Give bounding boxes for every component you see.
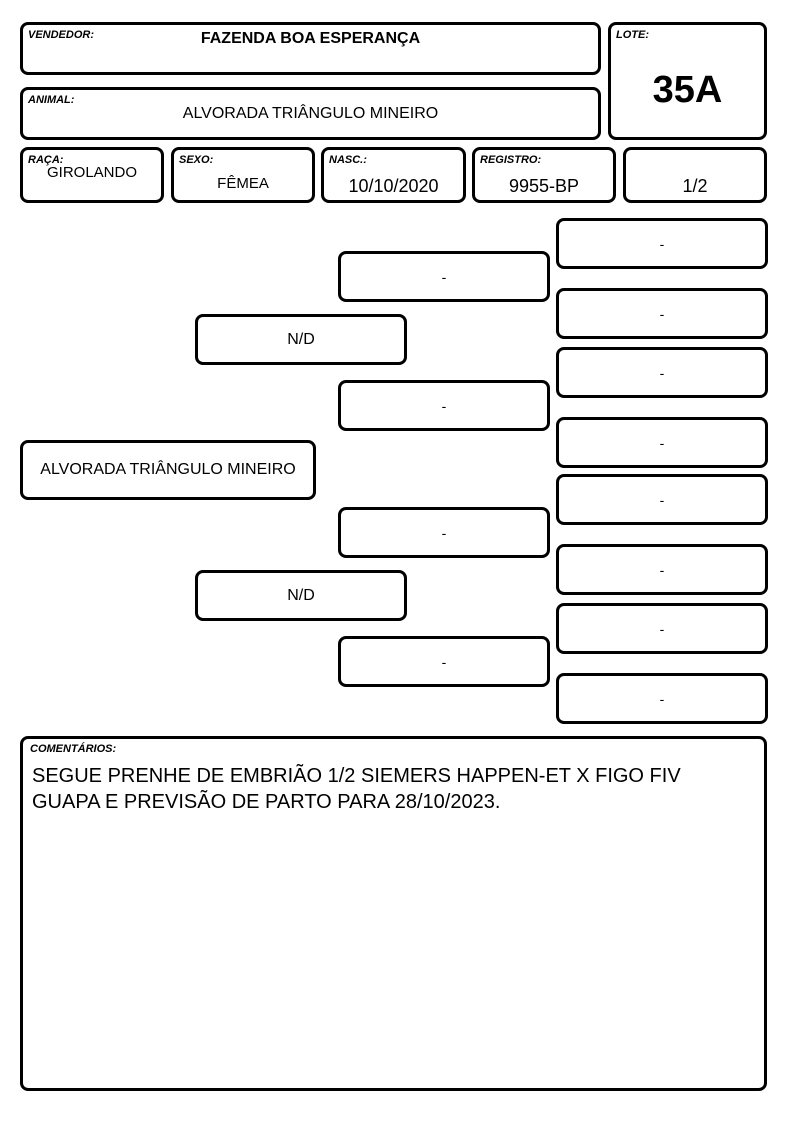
pedigree-sire: N/D: [195, 314, 407, 365]
birth-label: NASC.:: [329, 154, 367, 166]
pedigree-dam: N/D: [195, 570, 407, 621]
lot-box: LOTE: 35A: [608, 22, 767, 140]
registry-label: REGISTRO:: [480, 154, 542, 166]
breed-value: GIROLANDO: [46, 164, 137, 181]
vendor-label: VENDEDOR:: [28, 29, 95, 41]
breed-label: RAÇA:: [28, 154, 64, 166]
vendor-box: VENDEDOR: FAZENDA BOA ESPERANÇA: [20, 22, 601, 75]
birth-box: NASC.: 10/10/2020: [321, 147, 466, 203]
fraction-box: 1/2: [623, 147, 767, 203]
pedigree-dam-sire: -: [338, 507, 550, 558]
pedigree-g3-8: -: [556, 673, 768, 724]
animal-label: ANIMAL:: [28, 94, 75, 106]
sex-value: FÊMEA: [217, 175, 269, 192]
pedigree-g3-2: -: [556, 288, 768, 339]
pedigree-g3-6: -: [556, 544, 768, 595]
pedigree-animal: ALVORADA TRIÂNGULO MINEIRO: [20, 440, 316, 500]
vendor-name: FAZENDA BOA ESPERANÇA: [200, 30, 421, 47]
sex-label: SEXO:: [179, 154, 214, 166]
lot-label: LOTE:: [616, 29, 649, 41]
birth-value: 10/10/2020: [348, 176, 439, 196]
comments-label: COMENTÁRIOS:: [30, 743, 117, 755]
fraction-value: 1/2: [682, 176, 708, 196]
pedigree-g3-7: -: [556, 603, 768, 654]
pedigree-g3-5: -: [556, 474, 768, 525]
pedigree-g3-4: -: [556, 417, 768, 468]
pedigree-dam-dam: -: [338, 636, 550, 687]
pedigree-sire-dam: -: [338, 380, 550, 431]
lot-number: 35A: [652, 69, 723, 111]
comments-box: COMENTÁRIOS: SEGUE PRENHE DE EMBRIÃO 1/2…: [20, 736, 767, 1091]
pedigree-sire-sire: -: [338, 251, 550, 302]
animal-box: ANIMAL: ALVORADA TRIÂNGULO MINEIRO: [20, 87, 601, 140]
sex-box: SEXO: FÊMEA: [171, 147, 315, 203]
registry-box: REGISTRO: 9955-BP: [472, 147, 616, 203]
pedigree-g3-1: -: [556, 218, 768, 269]
comments-text: SEGUE PRENHE DE EMBRIÃO 1/2 SIEMERS HAPP…: [32, 765, 681, 813]
registry-value: 9955-BP: [508, 176, 580, 196]
animal-name: ALVORADA TRIÂNGULO MINEIRO: [182, 105, 439, 122]
breed-box: RAÇA: GIROLANDO: [20, 147, 164, 203]
pedigree-g3-3: -: [556, 347, 768, 398]
